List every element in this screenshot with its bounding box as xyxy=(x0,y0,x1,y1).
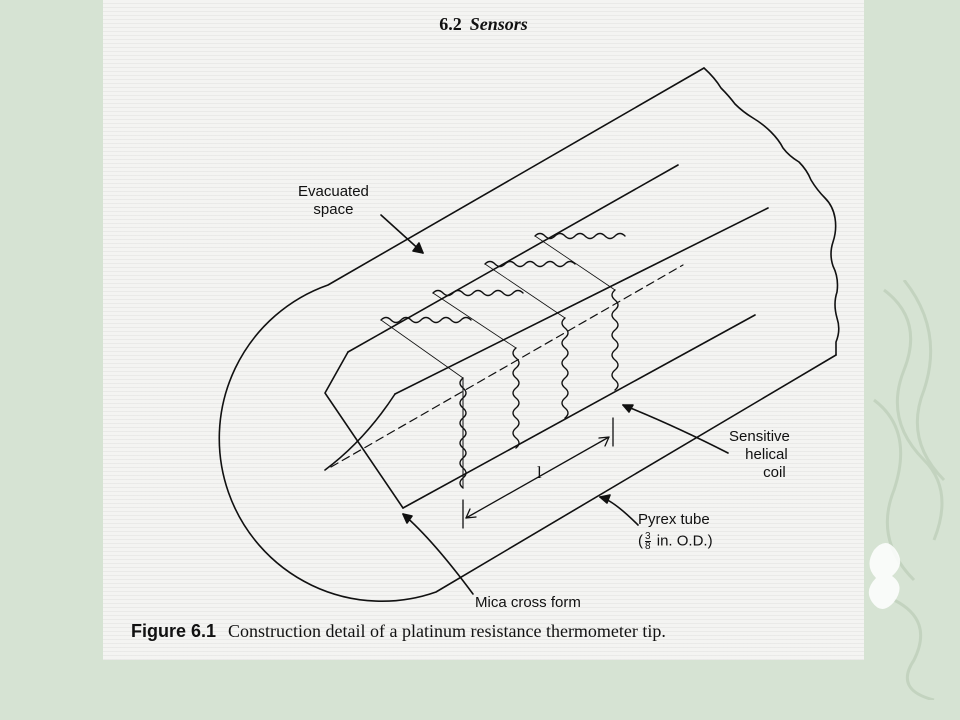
fraction-denominator: 8 xyxy=(645,541,651,552)
evacuated-space-label: Evacuated space xyxy=(298,183,369,219)
tube-broken-end xyxy=(703,67,840,356)
mica-cross-form-dashed-axis xyxy=(330,264,684,468)
sensitive-coil-label-line2: helical xyxy=(745,446,788,463)
mica-cross-form-lower-edge xyxy=(402,314,756,509)
mica-cross-form-center-rib xyxy=(324,393,396,471)
pyrex-tube-label-od: in. O.D.) xyxy=(656,532,713,550)
evacuated-space-label-line2: space xyxy=(313,201,354,218)
figure-label: Figure 6.1 xyxy=(131,621,217,641)
mica-cross-form-upper-edge xyxy=(394,207,769,395)
pyrex-tube-outline xyxy=(218,67,837,602)
thermometer-tip-diagram xyxy=(218,67,840,602)
section-title: Sensors xyxy=(469,14,528,34)
page-header: 6.2 Sensors xyxy=(103,14,864,35)
decorative-ornament xyxy=(868,280,946,700)
textbook-page: 6.2 Sensors xyxy=(103,0,864,660)
mica-cross-form-top-edge xyxy=(347,164,679,353)
section-number: 6.2 xyxy=(439,14,462,34)
sensitive-coil-label-line3: coil xyxy=(763,464,786,481)
sensitive-coil-label-line1: Sensitive xyxy=(729,428,790,445)
caption-text: Construction detail of a platinum resist… xyxy=(228,621,666,641)
mica-cross-form-label: Mica cross form xyxy=(475,594,581,611)
pyrex-tube-label-line1: Pyrex tube xyxy=(638,511,710,528)
length-symbol-label: l xyxy=(537,463,542,482)
figure-caption: Figure 6.1 Construction detail of a plati… xyxy=(131,621,851,642)
evacuated-space-label-line1: Evacuated xyxy=(298,183,369,200)
sensitive-coil-leader xyxy=(622,404,729,454)
sensitive-helical-coil-label: Sensitive helical coil xyxy=(729,428,790,482)
mica-cross-form-tip xyxy=(324,351,404,509)
fraction-numerator: 3 xyxy=(645,531,651,542)
helical-coil xyxy=(380,232,626,489)
length-dimension xyxy=(462,417,614,529)
